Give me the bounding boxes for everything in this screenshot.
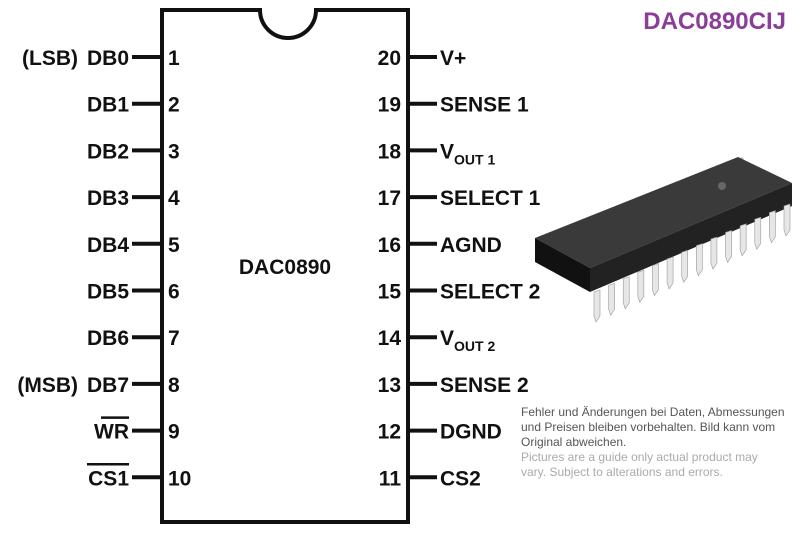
pin-2: 2 DB1 (87, 94, 180, 117)
pin-number: 9 (168, 421, 180, 444)
disclaimer: Fehler und Änderungen bei Daten, Abmessu… (521, 405, 786, 480)
pin-label: V+ (440, 47, 466, 70)
pin-5: 5 DB4 (87, 234, 180, 257)
pin-number: 8 (168, 374, 180, 397)
pin-label: SELECT 2 (440, 281, 540, 304)
pin-label: WR (94, 421, 129, 444)
pin-7: 7 DB6 (87, 327, 180, 350)
pin-12: 12 DGND (378, 421, 502, 444)
pin-label: VOUT 2 (440, 327, 495, 354)
pin-number: 10 (168, 467, 191, 490)
pin-17: 17 SELECT 1 (378, 187, 541, 210)
ic-outline (160, 8, 410, 524)
pin-16: 16 AGND (378, 234, 502, 257)
pin-label: DB4 (87, 234, 129, 257)
pin-8: 8 DB7 (MSB) (17, 374, 180, 397)
pin-number: 19 (378, 94, 401, 117)
pin-15: 15 SELECT 2 (378, 281, 541, 304)
disclaimer-english: Pictures are a guide only actual product… (521, 450, 758, 479)
pin-number: 18 (378, 140, 402, 163)
pin-19: 19 SENSE 1 (378, 94, 529, 117)
pin-label: DB5 (87, 281, 129, 304)
pin-prefix: (MSB) (17, 374, 78, 397)
pin-label: DB0 (87, 47, 129, 70)
pin-number: 17 (378, 187, 401, 210)
pin-label: VOUT 1 (440, 140, 495, 167)
pin-20: 20 V+ (378, 47, 467, 70)
pin-number: 6 (168, 281, 180, 304)
pin-number: 5 (168, 234, 180, 257)
pin-9: 9 WR (94, 416, 180, 444)
pin-number: 20 (378, 47, 401, 70)
pin-number: 3 (168, 140, 180, 163)
pin-number: 4 (168, 187, 180, 210)
pin-14: 14 VOUT 2 (378, 327, 496, 354)
dip-package-image (535, 157, 792, 323)
pin-label: DB3 (87, 187, 129, 210)
pin-label: DGND (440, 421, 502, 444)
disclaimer-german: Fehler und Änderungen bei Daten, Abmessu… (521, 405, 785, 449)
left-pins: 1 DB0 (LSB) 2 DB1 3 DB2 4 DB3 5 DB4 6 DB5 7 DB6 8 DB7 (MS… (17, 47, 191, 490)
pin-number: 12 (378, 421, 401, 444)
pin-number: 7 (168, 327, 180, 350)
pin-1: 1 DB0 (LSB) (22, 47, 180, 70)
pin-3: 3 DB2 (87, 140, 180, 163)
pin-number: 11 (379, 467, 402, 490)
pin-label: CS2 (440, 467, 481, 490)
pin-label: SENSE 1 (440, 94, 529, 117)
pin-label: DB7 (87, 374, 129, 397)
chip-name: DAC0890 (239, 256, 331, 279)
pin-label: SELECT 1 (440, 187, 541, 210)
pin-prefix: (LSB) (22, 47, 78, 70)
pin-number: 2 (168, 94, 180, 117)
pin-number: 14 (378, 327, 402, 350)
pin-number: 16 (378, 234, 401, 257)
pin-10: 10 CS1 (87, 463, 191, 490)
pin-13: 13 SENSE 2 (378, 374, 529, 397)
pin-number: 15 (378, 281, 402, 304)
pin-4: 4 DB3 (87, 187, 180, 210)
pin-label: SENSE 2 (440, 374, 529, 397)
pin-label: DB2 (87, 140, 129, 163)
pin-label: AGND (440, 234, 502, 257)
pin-number: 13 (378, 374, 401, 397)
part-title: DAC0890CIJ (643, 8, 786, 35)
pin1-marker-icon (718, 182, 726, 190)
pin-11: 11 CS2 (379, 467, 481, 490)
pin-label: DB1 (87, 94, 129, 117)
pin-number: 1 (168, 47, 180, 70)
pin-18: 18 VOUT 1 (378, 140, 496, 167)
pin-label: CS1 (88, 467, 129, 490)
pin-label: DB6 (87, 327, 129, 350)
pin-6: 6 DB5 (87, 281, 180, 304)
